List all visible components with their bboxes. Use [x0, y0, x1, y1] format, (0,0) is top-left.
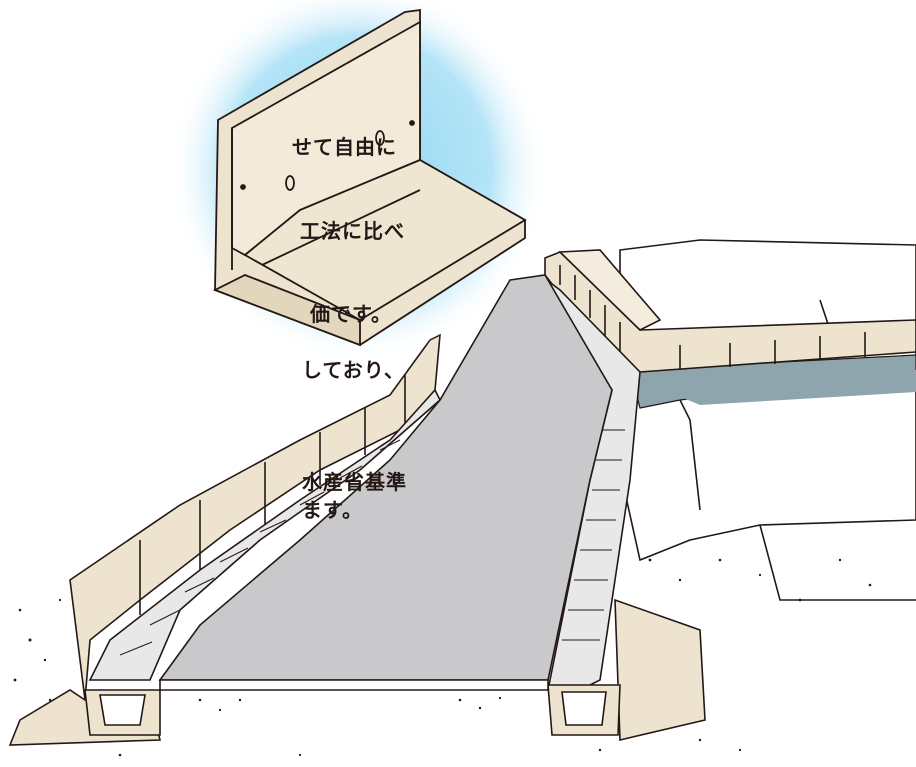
- text-line-1: せて自由に: [292, 135, 397, 159]
- text-line-4: しており、: [302, 358, 405, 382]
- text-line-5: 水産省基準: [302, 470, 407, 494]
- left-gutter: [88, 388, 441, 681]
- u-gutter-right: [547, 684, 621, 736]
- l-block-product: [212, 8, 527, 347]
- gravel: [13, 558, 872, 757]
- text-line-6: ます。: [302, 498, 363, 522]
- base-strip: [159, 679, 549, 691]
- text-line-3: 価です。: [310, 302, 392, 326]
- right-lower-wall: [614, 598, 706, 742]
- water-right: [640, 370, 916, 405]
- text-line-2: 工法に比べ: [300, 219, 405, 243]
- right-bank: [619, 239, 916, 601]
- u-gutter-left: [84, 689, 161, 736]
